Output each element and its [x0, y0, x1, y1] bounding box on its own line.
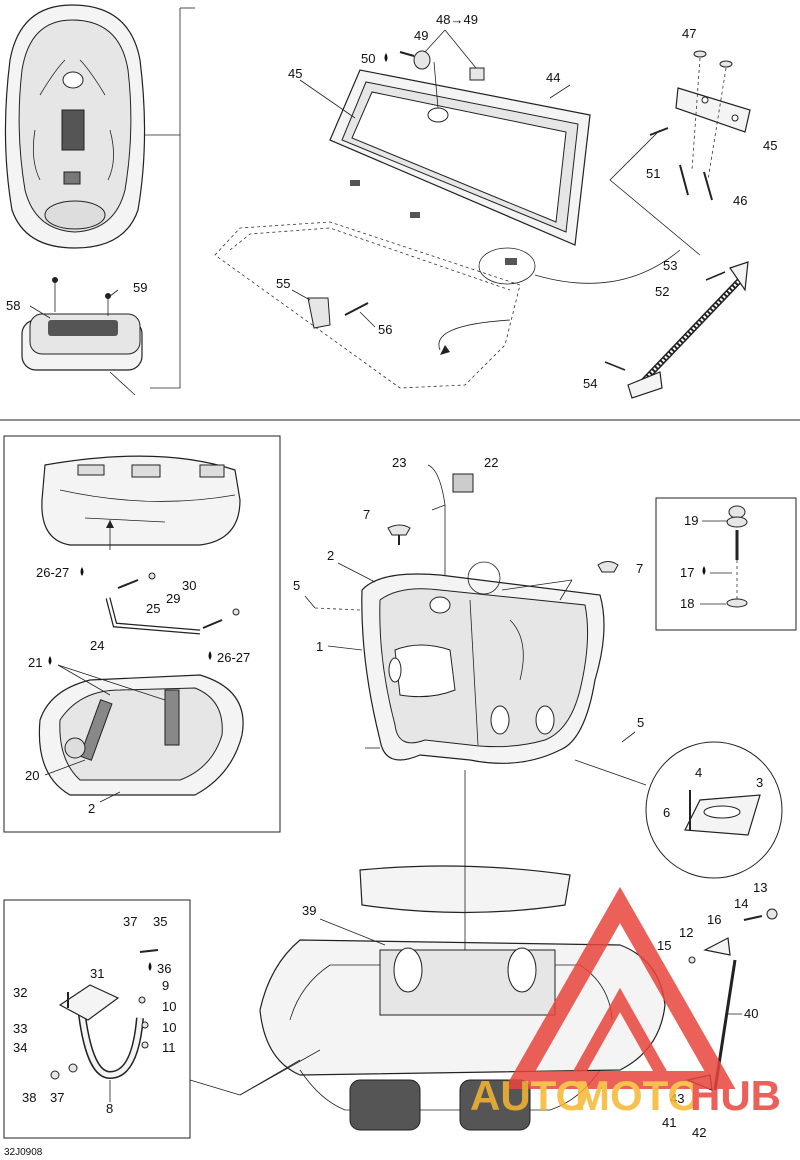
- hull-top-view: [4, 4, 146, 249]
- callout: 22: [484, 455, 498, 470]
- callout: 50: [361, 51, 375, 66]
- hull-rear-section: [259, 770, 666, 1131]
- callout: 14: [734, 896, 748, 911]
- callout: 19: [684, 513, 698, 528]
- watermark-text-3: HUB: [690, 1072, 781, 1119]
- detail-circle-bracket: [574, 741, 783, 879]
- callout: 4: [695, 765, 702, 780]
- strap-and-mount: [427, 464, 474, 511]
- watermark-logo: AUTO MOTO HUB: [470, 886, 781, 1119]
- callout: 7: [636, 561, 643, 576]
- callout: 54: [583, 376, 597, 391]
- callout: 40: [744, 1006, 758, 1021]
- detail-circle: [478, 247, 536, 285]
- callout: 11: [162, 1040, 176, 1055]
- callout: 48→49: [436, 12, 478, 27]
- latch-parts: [307, 297, 369, 329]
- callout: 15: [657, 938, 671, 953]
- callout: 8: [106, 1101, 113, 1116]
- callout: 25: [146, 601, 160, 616]
- callout: 47: [682, 26, 696, 41]
- callout: 2: [88, 801, 95, 816]
- callout: 13: [753, 880, 767, 895]
- spring-strut: [604, 261, 749, 399]
- callout: 37: [50, 1090, 64, 1105]
- callout: 29: [166, 591, 180, 606]
- callout: 53: [663, 258, 677, 273]
- callout: 55: [276, 276, 290, 291]
- callout: 30: [182, 578, 196, 593]
- callout: 56: [378, 322, 392, 337]
- callout: 37: [123, 914, 137, 929]
- callout: 18: [680, 596, 694, 611]
- callout: 43: [670, 1091, 684, 1106]
- callout: 39: [302, 903, 316, 918]
- callout: 45: [288, 66, 302, 81]
- callout: 20: [25, 768, 39, 783]
- inset-frame-right: [655, 497, 797, 631]
- callout: 2: [327, 548, 334, 563]
- callout: 58: [6, 298, 20, 313]
- callout: 10: [162, 1020, 176, 1035]
- callout: 51: [646, 166, 660, 181]
- callout: 26-27: [36, 565, 69, 580]
- callout: 35: [153, 914, 167, 929]
- callout: 41: [662, 1115, 676, 1130]
- callout: 24: [90, 638, 104, 653]
- callout: 12: [679, 925, 693, 940]
- callout: 23: [392, 455, 406, 470]
- watermark-text-1: AUTO: [470, 1072, 588, 1119]
- inset-frame-left: [3, 435, 281, 833]
- callout: 5: [637, 715, 644, 730]
- handle-assembly: [105, 572, 240, 635]
- callout: 6: [663, 805, 670, 820]
- storage-bin-upper: [41, 455, 241, 546]
- callout: 52: [655, 284, 669, 299]
- callout: 7: [363, 507, 370, 522]
- inset-frame-bottom-left: [3, 899, 191, 1139]
- callout: 10: [162, 999, 176, 1014]
- main-storage-bin: [361, 561, 605, 764]
- storage-bin-lower: [38, 674, 244, 796]
- callout: 46: [733, 193, 747, 208]
- callout: 16: [707, 912, 721, 927]
- callout: 42: [692, 1125, 706, 1140]
- callout: 34: [13, 1040, 27, 1055]
- callout: 17: [680, 565, 694, 580]
- storage-lid-frame: [329, 69, 591, 265]
- callout: 3: [756, 775, 763, 790]
- tow-handle: [50, 949, 159, 1080]
- bracket-top-left: [150, 8, 181, 389]
- callout: 32: [13, 985, 27, 1000]
- callout: 5: [293, 578, 300, 593]
- callout: 59: [133, 280, 147, 295]
- callout: 49: [414, 28, 428, 43]
- watermark-text-2: MOTO: [575, 1072, 700, 1119]
- storage-lid-assembly: [21, 277, 143, 371]
- diagram-code: 32J0908: [4, 1147, 43, 1158]
- callout: 9: [162, 978, 169, 993]
- callout: 44: [546, 70, 560, 85]
- plug-parts: [399, 29, 485, 109]
- callout: 45: [763, 138, 777, 153]
- tray-outline: [214, 221, 521, 389]
- callout: 38: [22, 1090, 36, 1105]
- callout: 31: [90, 966, 104, 981]
- callout: 33: [13, 1021, 27, 1036]
- callout: 26-27: [217, 650, 250, 665]
- callout: 36: [157, 961, 171, 976]
- fastener-stack: [726, 505, 748, 608]
- hinge-bracket: [609, 50, 751, 256]
- callout: 1: [316, 639, 323, 654]
- callout: 21: [28, 655, 42, 670]
